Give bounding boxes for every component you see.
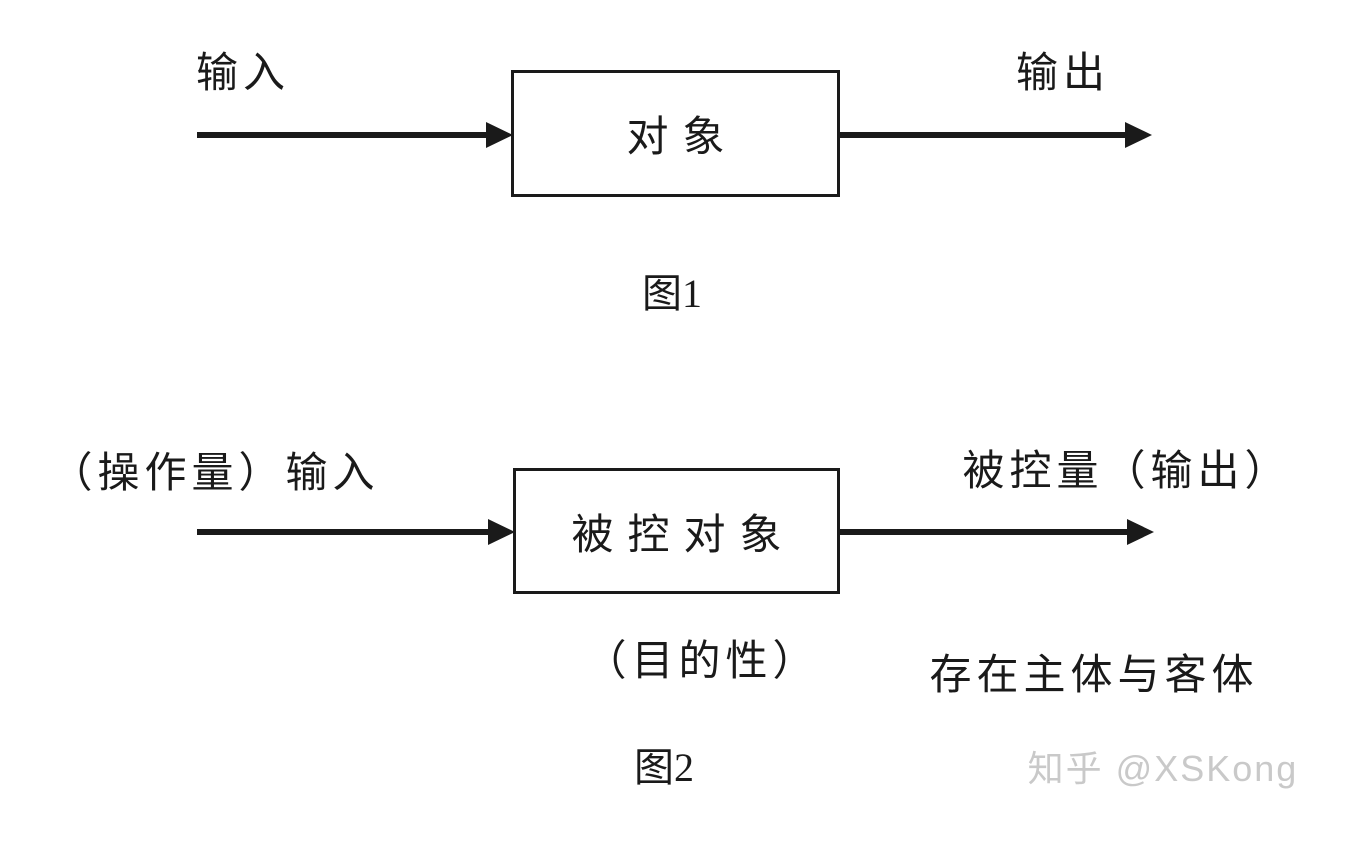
arrow-shaft xyxy=(197,132,493,138)
figure2-box-label: 被控对象 xyxy=(571,512,796,559)
arrow-shaft xyxy=(840,529,1134,535)
figure1-box-label: 对象 xyxy=(626,115,739,161)
figure1-input-arrow xyxy=(197,122,513,148)
arrow-head-icon xyxy=(1127,519,1154,545)
figure2-input-arrow xyxy=(197,519,515,545)
figure2-side-note: 存在主体与客体 xyxy=(929,653,1259,699)
figure2-output-label: 被控量（输出） xyxy=(962,449,1292,495)
arrow-head-icon xyxy=(1125,122,1152,148)
figure1-output-label: 输出 xyxy=(1015,51,1110,97)
arrow-shaft xyxy=(197,529,495,535)
figure2-caption: 图2 xyxy=(634,745,694,790)
arrow-head-icon xyxy=(488,519,515,545)
arrow-shaft xyxy=(840,132,1132,138)
figure2-output-arrow xyxy=(840,519,1154,545)
figure2-input-label: （操作量）输入 xyxy=(50,451,380,497)
figure2-purpose-note: （目的性） xyxy=(584,639,820,685)
figure1-process-box: 对象 xyxy=(511,70,840,197)
figure1-output-arrow xyxy=(840,122,1152,148)
arrow-head-icon xyxy=(486,122,513,148)
figure2-process-box: 被控对象 xyxy=(513,468,840,594)
zhihu-watermark: 知乎 @XSKong xyxy=(1027,748,1299,789)
figure1-input-label: 输入 xyxy=(195,51,290,97)
figure1-caption: 图1 xyxy=(642,271,702,316)
